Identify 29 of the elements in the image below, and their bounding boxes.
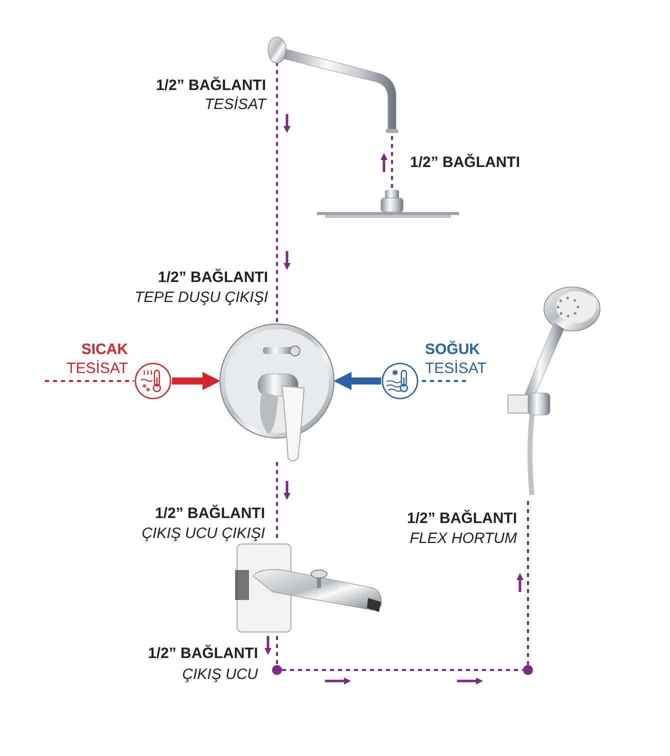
arrow bbox=[172, 372, 221, 390]
dashed-line bbox=[527, 498, 529, 665]
dashed-line bbox=[391, 133, 393, 188]
hot-thermometer-icon bbox=[134, 362, 172, 400]
dashed-line bbox=[282, 669, 523, 671]
dashed-line bbox=[276, 62, 278, 322]
connection-caption: ÇIKIŞ UCU ÇIKIŞI bbox=[142, 525, 265, 543]
dashed-line bbox=[419, 380, 466, 382]
dashed-line bbox=[276, 636, 278, 665]
junction-dot bbox=[523, 665, 533, 675]
connection-size-label: 1/2” BAĞLANTI bbox=[154, 505, 265, 523]
supply-caption: TESİSAT bbox=[425, 360, 488, 378]
cold-thermometer-icon bbox=[381, 362, 419, 400]
connection-caption: ÇIKIŞ UCU bbox=[182, 666, 258, 684]
connection-caption: TESİSAT bbox=[204, 96, 266, 114]
junction-dot bbox=[272, 665, 282, 675]
dashed-line bbox=[45, 380, 134, 382]
connection-size-label: 1/2” BAĞLANTI bbox=[406, 510, 517, 528]
connection-size-label: 1/2” BAĞLANTI bbox=[148, 645, 258, 663]
arrow bbox=[333, 372, 381, 390]
connection-caption: FLEX HORTUM bbox=[410, 530, 517, 548]
supply-caption: TESİSAT bbox=[66, 360, 128, 378]
connection-size-label: 1/2” BAĞLANTI bbox=[158, 269, 268, 287]
supply-title: SICAK bbox=[80, 341, 128, 359]
dashed-line bbox=[276, 462, 278, 540]
connection-caption: TEPE DUŞU ÇIKIŞI bbox=[134, 289, 268, 307]
connection-size-label: 1/2” BAĞLANTI bbox=[156, 77, 266, 95]
connection-size-label: 1/2” BAĞLANTI bbox=[410, 154, 520, 172]
supply-title: SOĞUK bbox=[425, 341, 482, 359]
